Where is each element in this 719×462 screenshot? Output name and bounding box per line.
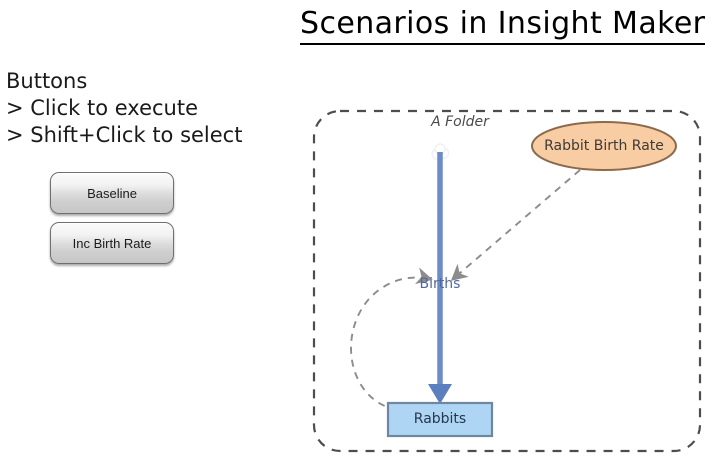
flow-births-label: Births [419, 276, 461, 292]
link-birthrate-to-births[interactable] [450, 169, 581, 281]
flow-births-arrowhead [428, 384, 452, 404]
model-diagram[interactable]: A Folder Rabbit Birth Rate Births Rabbit… [300, 96, 719, 462]
baseline-button-label: Baseline [87, 185, 137, 201]
instructions-line-1: > Click to execute [6, 96, 199, 120]
page-title-text: Scenarios in Insight Maker [300, 6, 706, 45]
link-rabbits-to-births[interactable] [350, 267, 433, 411]
diagram-canvas [312, 109, 702, 453]
stock-rabbits[interactable] [386, 401, 494, 438]
variable-rabbit-birth-rate-label: Rabbit Birth Rate [544, 138, 664, 154]
folder-boundary[interactable] [312, 109, 702, 453]
instructions-line-2: > Shift+Click to select [6, 123, 243, 147]
inc-birth-rate-button-label: Inc Birth Rate [72, 235, 152, 251]
page-title: Scenarios in Insight Maker [300, 6, 706, 45]
baseline-button[interactable]: Baseline [50, 172, 174, 214]
folder-label: A Folder [431, 114, 489, 130]
variable-rabbit-birth-rate[interactable] [531, 121, 677, 171]
instructions-block: Buttons > Click to execute > Shift+Click… [6, 68, 242, 149]
instructions-heading: Buttons [6, 69, 88, 93]
inc-birth-rate-button[interactable]: Inc Birth Rate [50, 222, 174, 264]
stock-rabbits-label: Rabbits [413, 411, 467, 427]
